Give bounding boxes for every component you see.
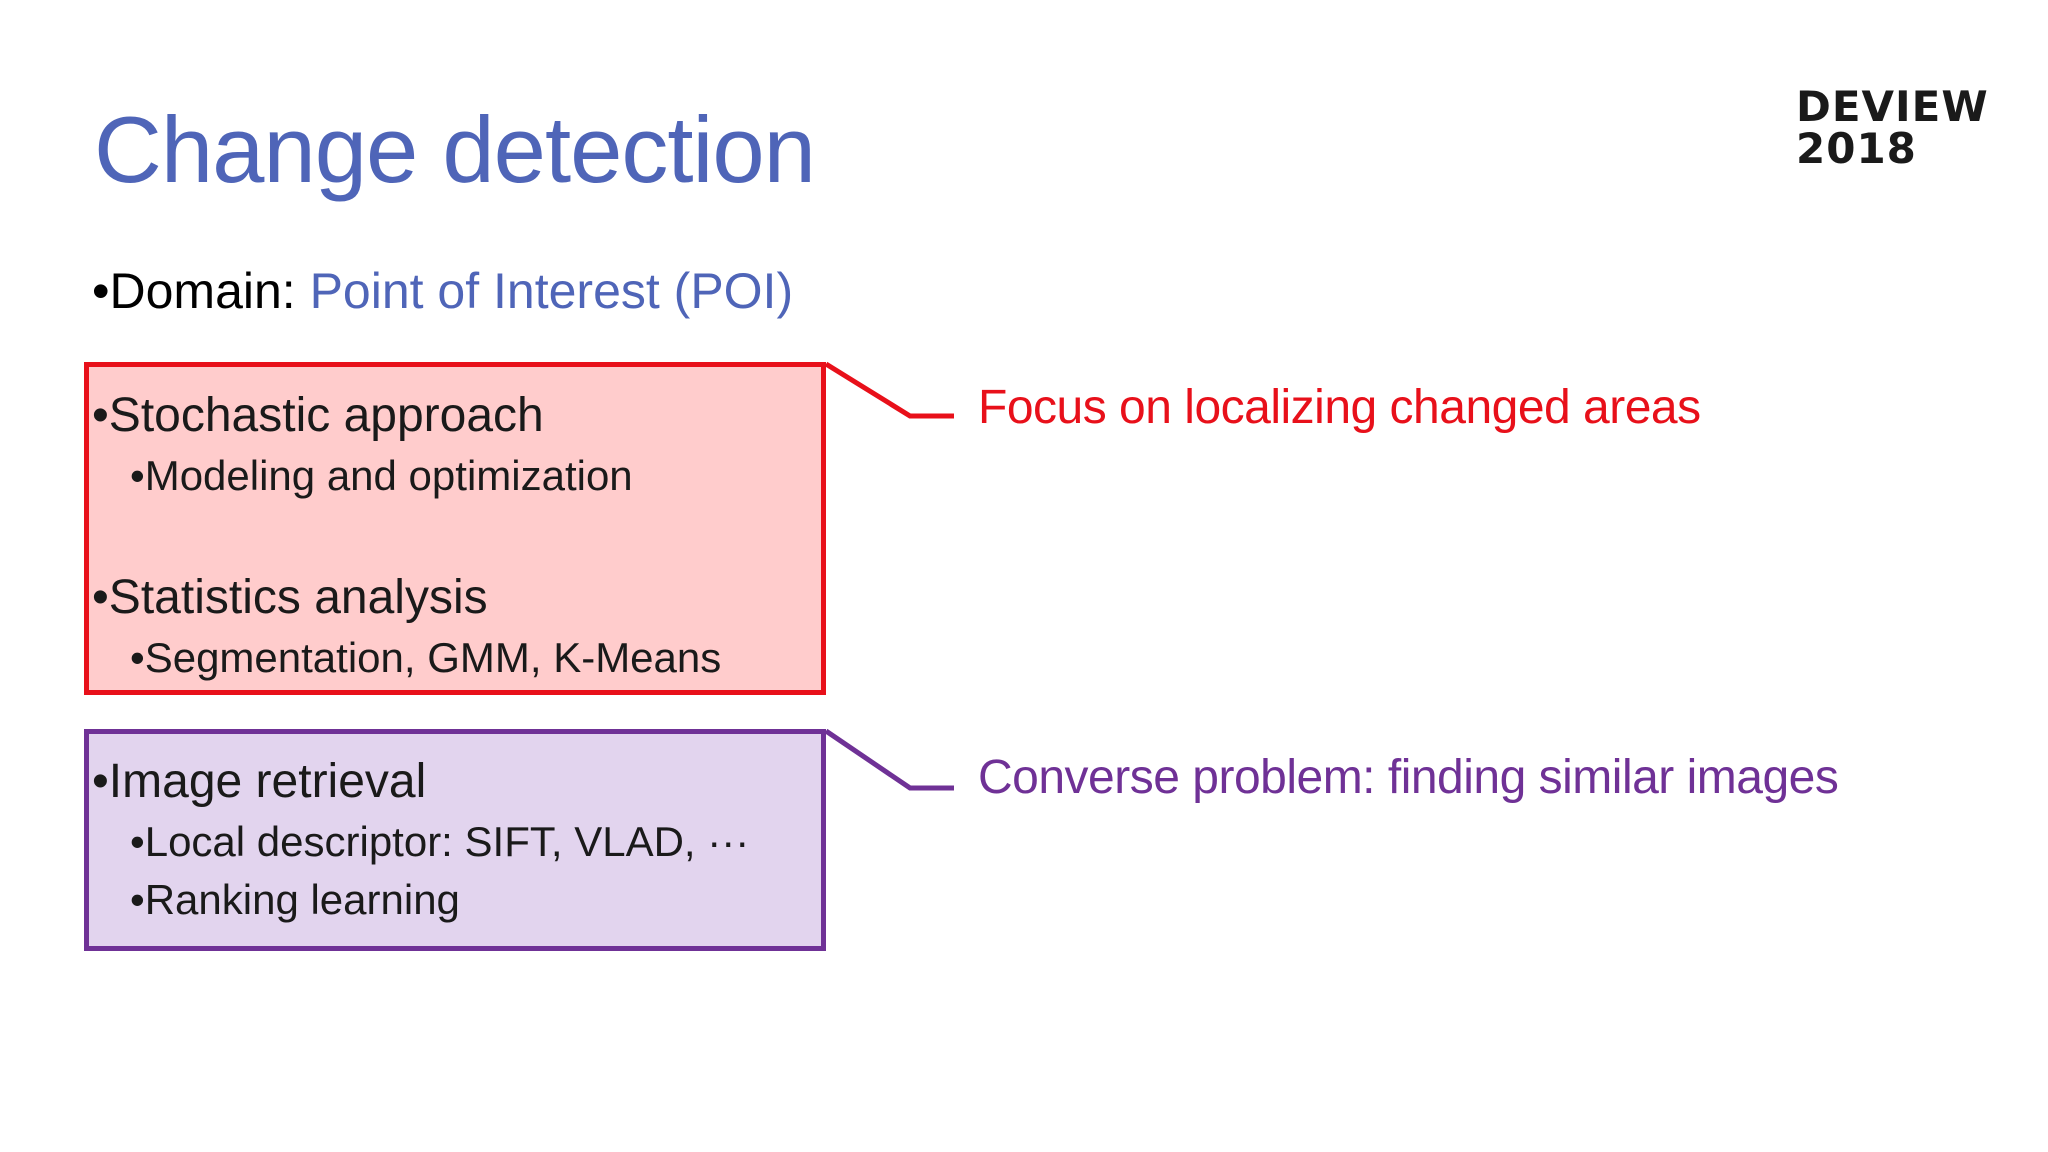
- bullet-ranking-learning: •Ranking learning: [130, 876, 460, 923]
- domain-label: •Domain:: [92, 263, 310, 319]
- bullet-statistics-analysis: •Statistics analysis: [92, 571, 488, 624]
- logo-line-2: 2018: [1796, 124, 1917, 173]
- logo-line-1: DEVIEW: [1796, 82, 1989, 131]
- callout-localizing-changed-areas: Focus on localizing changed areas: [978, 381, 1701, 434]
- slide-title: Change detection: [94, 97, 816, 202]
- bullet-local-descriptor: •Local descriptor: SIFT, VLAD, ···: [130, 818, 750, 865]
- bullet-stochastic-approach: •Stochastic approach: [92, 389, 544, 442]
- bullet-modeling-optimization: •Modeling and optimization: [130, 452, 633, 499]
- deview-logo: DEVIEW 2018: [1796, 86, 1989, 170]
- bullet-segmentation-gmm-kmeans: •Segmentation, GMM, K-Means: [130, 634, 722, 681]
- stochastic-statistics-box: [84, 362, 826, 695]
- callout-converse-problem: Converse problem: finding similar images: [978, 751, 1839, 804]
- purple-callout-connector: [824, 728, 954, 791]
- domain-value: Point of Interest (POI): [309, 263, 794, 319]
- red-callout-connector: [824, 361, 954, 419]
- domain-bullet: •Domain: Point of Interest (POI): [92, 262, 793, 320]
- image-retrieval-box: [84, 729, 826, 951]
- bullet-image-retrieval: •Image retrieval: [92, 755, 427, 808]
